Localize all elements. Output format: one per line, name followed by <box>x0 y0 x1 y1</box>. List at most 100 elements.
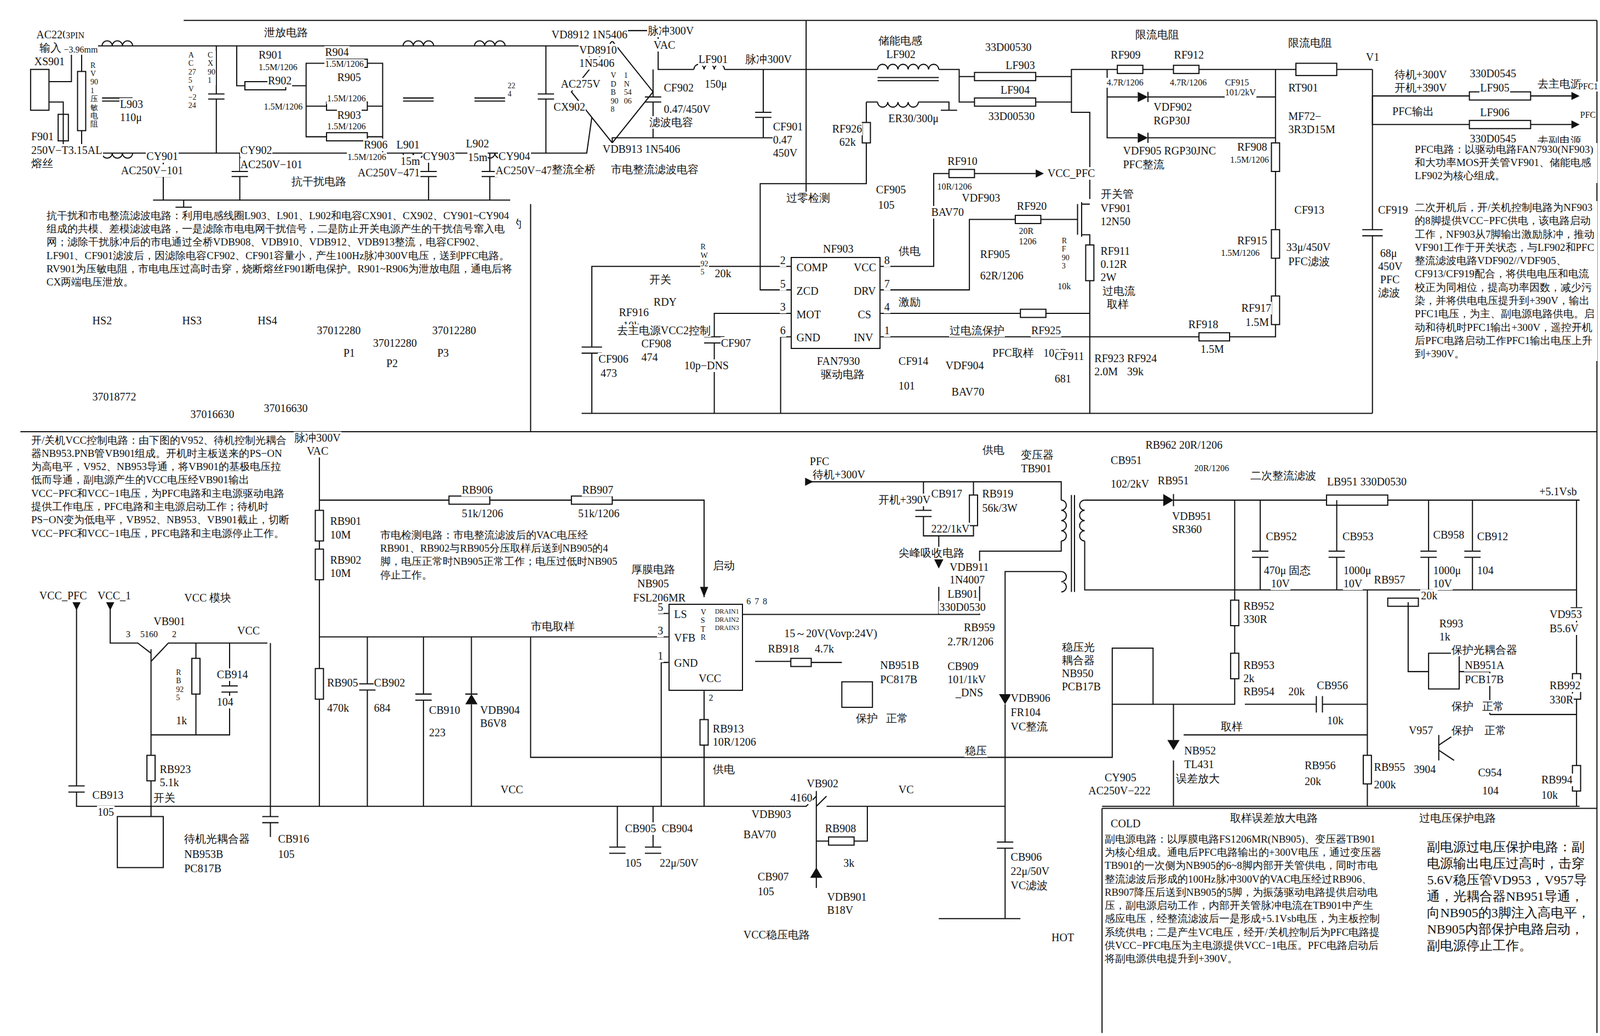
part-label: VB902 <box>806 777 839 791</box>
part-label: 10k <box>1326 714 1345 728</box>
part-label: V957 <box>1408 724 1434 737</box>
part-label: 101/1kV <box>946 673 987 687</box>
part-label: RF905 <box>979 248 1011 261</box>
part-label: 1000μ <box>1432 564 1462 577</box>
ic-box: LSVFBGNDVSTRDRAIN1DRAIN2DRAIN3VCC <box>668 603 744 691</box>
part-label: AC250V−471 <box>494 164 559 177</box>
wire <box>809 481 1085 592</box>
part-label: CB951 <box>1110 454 1143 467</box>
part-label: 200k <box>1373 778 1397 792</box>
part-label: RB955 <box>1373 761 1407 774</box>
wire <box>152 152 511 208</box>
part-label: 二次整流滤波 <box>1249 469 1317 483</box>
wire <box>743 481 1062 615</box>
part-label: 3R3D15M <box>1287 123 1336 136</box>
pin-name: MOT <box>796 308 822 322</box>
part-label: RB952 <box>1242 600 1276 613</box>
part-label: 8 <box>762 596 768 607</box>
part-label: LF903 <box>1004 59 1036 72</box>
part-label: CF907 <box>720 336 752 350</box>
part-label: 1.5M <box>1200 343 1225 356</box>
part-label: 正常 <box>1483 724 1507 737</box>
part-label: 保护 <box>1450 700 1474 713</box>
component-body <box>58 114 69 141</box>
part-label: 10M <box>329 567 352 580</box>
part-label: 330R <box>1549 693 1574 707</box>
part-label: 5 <box>656 601 664 614</box>
part-label: CF906 <box>597 352 629 366</box>
part-label: CY904 <box>498 150 531 163</box>
part-label: 脉冲300V <box>293 431 341 445</box>
part-label: 4 <box>883 300 891 314</box>
part-label: P1 <box>343 346 356 360</box>
part-label: RF911 <box>1100 244 1131 258</box>
part-label: 37016630 <box>263 402 309 415</box>
part-label: 误差放大 <box>1175 772 1221 786</box>
part-label: R905 <box>336 71 362 84</box>
part-label: 去主电源VCC2控制 <box>616 324 712 337</box>
pin-name: DRAIN2 <box>714 616 740 624</box>
part-label: 330R <box>1242 613 1268 626</box>
part-label: NB905 <box>636 577 670 591</box>
component-body <box>862 122 871 144</box>
component-body <box>1387 598 1419 607</box>
part-label: 脉冲300V <box>744 53 792 66</box>
part-label: CF911 <box>1054 350 1085 363</box>
part-label: VDF904 <box>944 359 985 373</box>
wire <box>1101 500 1580 807</box>
part-label: 2 <box>707 693 714 704</box>
part-label: 62k <box>838 135 857 149</box>
part-label: VDB904 <box>479 704 520 717</box>
part-label: 1.5M/1206 <box>326 93 367 104</box>
part-label: R993 <box>1438 617 1464 631</box>
part-label: FAN7930 <box>816 355 861 368</box>
part-label: 开关 <box>648 273 672 287</box>
part-label: 33D00530 <box>987 110 1036 123</box>
part-label: CB912 <box>1476 530 1510 544</box>
part-label: LF906 <box>1479 106 1510 119</box>
part-label: CB906 <box>1010 850 1043 864</box>
part-label: NB953B <box>183 848 224 861</box>
part-label: 105 <box>757 885 775 899</box>
part-label: RF924 <box>1126 352 1158 365</box>
part-label: 104 <box>1481 784 1500 798</box>
part-label: 限流电阻 <box>1287 36 1333 50</box>
part-label: LF902 <box>885 48 916 61</box>
pin-name: GND <box>796 331 821 345</box>
part-label: 12N50 <box>1100 215 1131 228</box>
part-label: 20k <box>1287 685 1306 699</box>
wire <box>530 637 1112 758</box>
part-label: V1 <box>1365 50 1380 64</box>
part-label: L901 <box>396 138 421 152</box>
component-body <box>1271 229 1280 259</box>
part-label: 供电 <box>712 763 736 776</box>
component-body <box>1271 295 1280 325</box>
pin-name: ZCD <box>796 284 820 298</box>
part-label: RF923 <box>1093 352 1125 365</box>
part-label: 过电压保护电路 <box>1418 812 1497 825</box>
part-label: 脉冲300V <box>647 24 695 38</box>
part-label: 3PIN <box>65 30 85 41</box>
part-label: 1.5M/1206 <box>1220 248 1261 259</box>
part-label: 37012280 <box>316 324 362 337</box>
part-label: CY905 <box>1104 771 1137 785</box>
part-label: 450V <box>1377 260 1403 273</box>
pin-name: VSTR <box>700 608 710 643</box>
part-label: CB914 <box>216 668 249 682</box>
part-label: FR104 <box>1010 706 1042 719</box>
part-label: CX901 <box>207 50 216 85</box>
part-label: P2 <box>385 357 399 370</box>
part-label: 10p−DNS <box>683 359 730 373</box>
part-label: 滤波电容 <box>648 116 694 129</box>
part-label: RB918 <box>767 642 800 656</box>
part-label: CB905 <box>624 822 657 836</box>
part-label: PFC取样 <box>991 346 1035 360</box>
part-label: 供电 <box>898 244 922 258</box>
part-label: VDB951 <box>1171 510 1213 523</box>
part-label: 0.47 <box>772 133 793 147</box>
part-label: RF917 <box>1241 301 1272 315</box>
part-label: 105 <box>877 198 896 212</box>
part-label: 105 <box>624 856 643 870</box>
part-label: PFC <box>1379 273 1401 287</box>
part-label: 稳压光 <box>1061 641 1096 654</box>
